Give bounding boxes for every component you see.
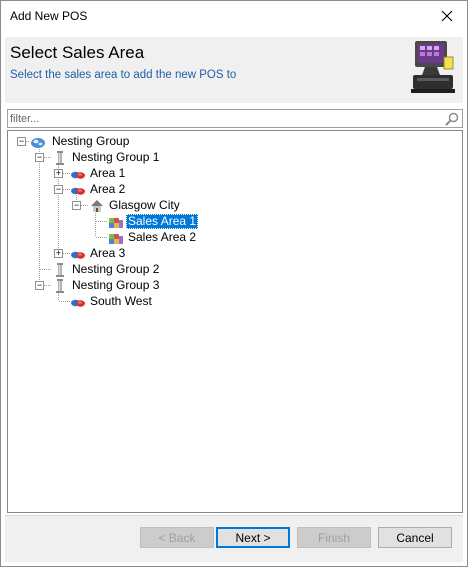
globe-icon bbox=[31, 138, 45, 148]
window-title: Add New POS bbox=[10, 9, 88, 23]
tree-node-label-selected[interactable]: Sales Area 1 bbox=[126, 214, 199, 229]
next-button[interactable]: Next > bbox=[216, 527, 290, 548]
page-subtitle: Select the sales area to add the new POS… bbox=[10, 69, 237, 81]
column-icon bbox=[56, 263, 64, 277]
area-icon bbox=[71, 171, 85, 179]
column-icon bbox=[56, 279, 64, 293]
tree-expander-collapse[interactable]: − bbox=[72, 200, 81, 210]
tree-node-label[interactable]: Nesting Group 3 bbox=[72, 278, 160, 292]
tree-node-label[interactable]: Sales Area 2 bbox=[128, 230, 197, 244]
back-button[interactable]: < Back bbox=[140, 527, 214, 548]
sales-area-icon bbox=[109, 218, 123, 228]
tree-node-label[interactable]: Area 2 bbox=[90, 182, 126, 196]
page-title: Select Sales Area bbox=[10, 43, 145, 62]
house-icon bbox=[91, 200, 103, 212]
title-bar: Add New POS bbox=[1, 1, 467, 31]
area-icon bbox=[71, 187, 85, 195]
footer-divider bbox=[5, 515, 463, 516]
tree-node-label[interactable]: South West bbox=[90, 294, 152, 308]
finish-button[interactable]: Finish bbox=[297, 527, 371, 548]
tree-expander-collapse[interactable]: − bbox=[17, 136, 26, 146]
sales-area-icon bbox=[109, 234, 123, 244]
close-button[interactable] bbox=[427, 1, 467, 31]
pos-terminal-icon bbox=[411, 41, 455, 93]
close-icon bbox=[441, 10, 453, 22]
filter-input[interactable] bbox=[10, 111, 440, 126]
filter-box bbox=[7, 109, 463, 128]
tree-node-label[interactable]: Glasgow City bbox=[109, 198, 180, 212]
tree-node-label[interactable]: Nesting Group 1 bbox=[72, 150, 160, 164]
tree-expander-collapse[interactable]: − bbox=[54, 184, 63, 194]
tree-expander-expand[interactable]: + bbox=[54, 248, 63, 258]
area-icon bbox=[71, 251, 85, 259]
area-icon bbox=[71, 299, 85, 307]
cancel-button[interactable]: Cancel bbox=[378, 527, 452, 548]
wizard-header: Select Sales Area Select the sales area … bbox=[5, 37, 463, 103]
tree-expander-collapse[interactable]: − bbox=[35, 152, 44, 162]
tree-expander-collapse[interactable]: − bbox=[35, 280, 44, 290]
tree-node-label[interactable]: Nesting Group bbox=[52, 134, 130, 148]
tree-node-label[interactable]: Area 3 bbox=[90, 246, 126, 260]
tree-expander-expand[interactable]: + bbox=[54, 168, 63, 178]
tree-node-label[interactable]: Nesting Group 2 bbox=[72, 262, 160, 276]
wizard-footer: < Back Next > Finish Cancel bbox=[5, 516, 463, 562]
column-icon bbox=[56, 151, 64, 165]
search-icon[interactable] bbox=[444, 111, 460, 127]
tree-node-label[interactable]: Area 1 bbox=[90, 166, 126, 180]
sales-area-tree[interactable]: − Nesting Group − Nesting Group 1 + Area… bbox=[7, 130, 463, 513]
